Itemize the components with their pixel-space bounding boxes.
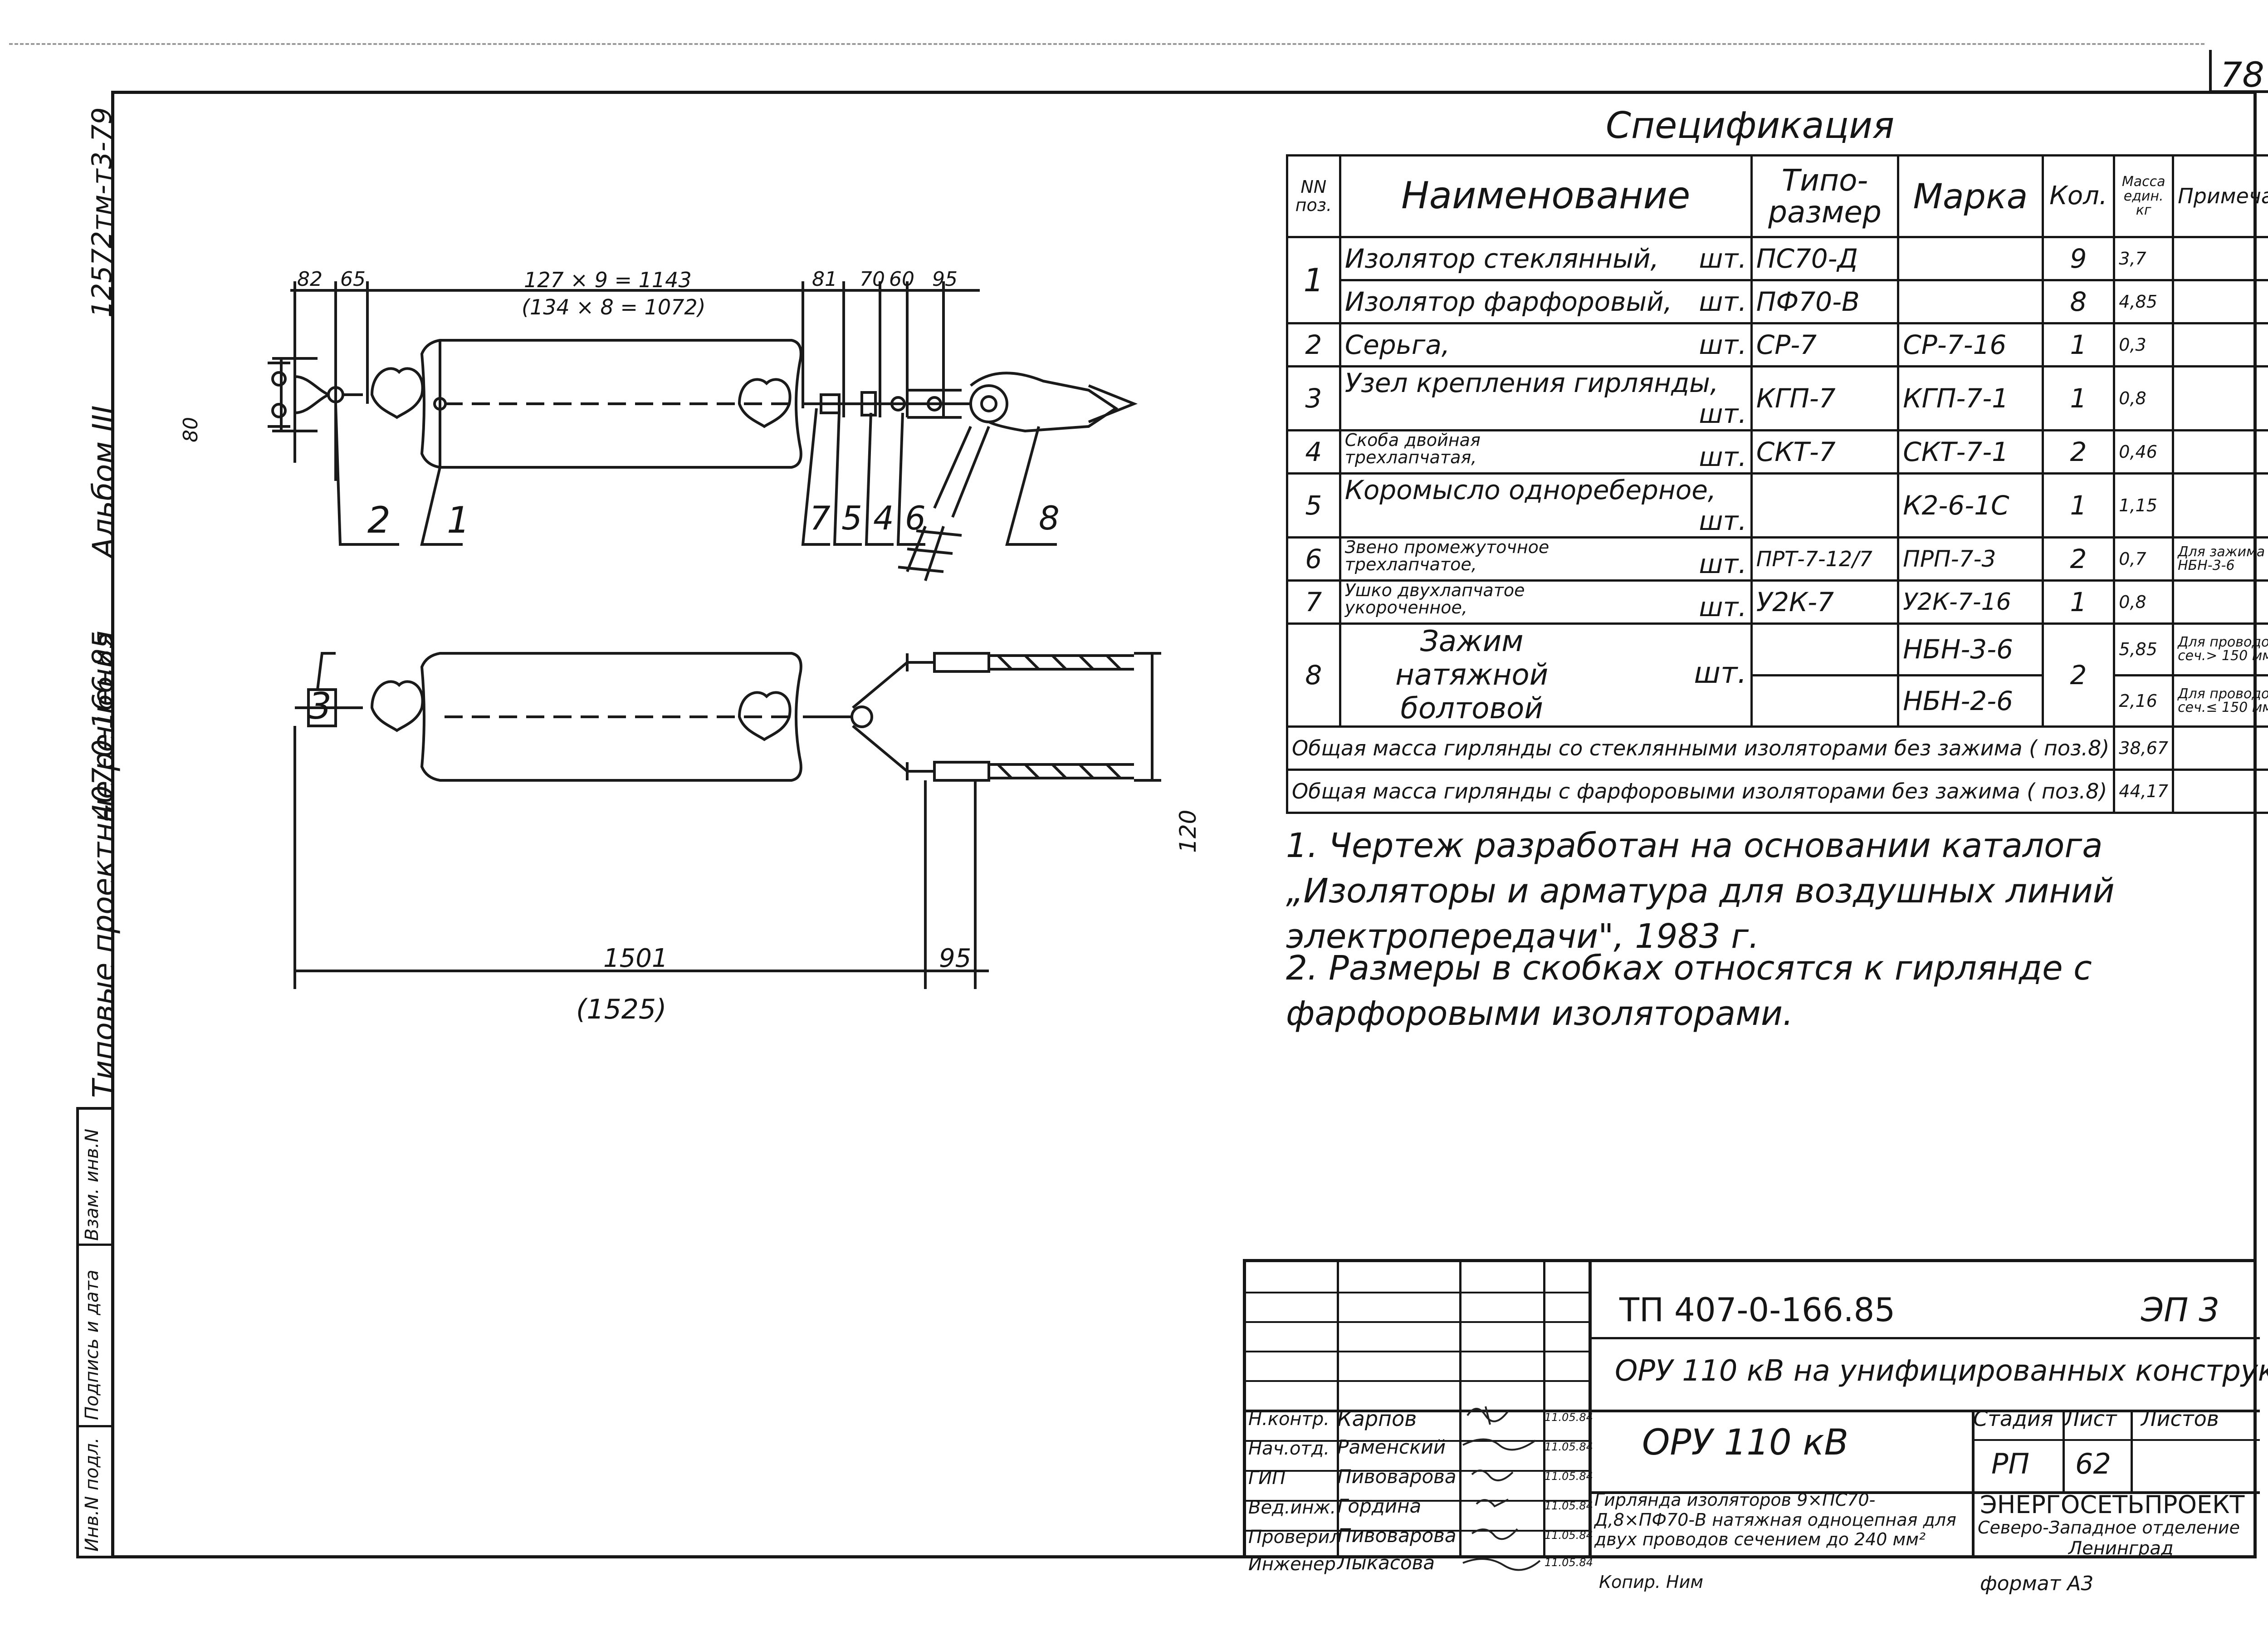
total-row-porcelain: Общая масса гирлянды с фарфоровыми изоля… [1286, 769, 2268, 814]
insulator-string-drawing [268, 281, 1161, 989]
table-row: Изолятор фарфоровый,шт. ПФ70-В 8 4,85 [1287, 279, 2268, 324]
table-row: 3 Узел крепления гирлянды,шт. КГП-7 КГП-… [1286, 365, 2268, 431]
col-qty: Кол. [2041, 154, 2116, 238]
signer-name: Пивоварова [1337, 1465, 1457, 1488]
dim-81: 81 [812, 268, 837, 291]
signer-name: Гордина [1337, 1495, 1422, 1517]
note-1: 1. Чертеж разработан на основании катало… [1286, 826, 2115, 956]
callout-6: 6 [905, 499, 926, 537]
signer-role: Нач.отд. [1248, 1438, 1330, 1459]
margin-album: Альбом III [86, 405, 121, 558]
sheets-label: Листов [2141, 1406, 2219, 1431]
strip-label-original: Инв.N подл. [82, 1437, 103, 1552]
dim-134x8: (134 × 8 = 1072) [522, 295, 706, 319]
callout-4: 4 [873, 499, 894, 537]
spec-table: NN поз. Наименование Типо- размер Марка … [1286, 154, 2268, 814]
dim-80: 80 [179, 417, 202, 442]
dim-127x9: 127 × 9 = 1143 [524, 268, 692, 292]
dim-65: 65 [340, 268, 366, 291]
col-name: Наименование [1339, 154, 1753, 238]
signer-name: Карпов [1337, 1406, 1417, 1431]
signer-name: Раменский [1337, 1436, 1446, 1458]
dim-70: 70 [860, 268, 885, 291]
dim-95-bottom: 95 [939, 944, 972, 973]
strip-label-replace: Взам. инв.N [82, 1128, 103, 1241]
spec-header-row: NN поз. Наименование Типо- размер Марка … [1286, 154, 2268, 238]
title-block [1243, 1259, 2260, 1558]
strip-cell-sign [79, 1246, 114, 1427]
signatures [1462, 1406, 1541, 1571]
callout-3: 3 [308, 685, 332, 727]
col-mark: Марка [1897, 154, 2044, 238]
signer-role: ГИП [1248, 1468, 1286, 1489]
drawing-description: Гирлянда изоляторов 9×ПС70-Д,8×ПФ70-В на… [1594, 1490, 1956, 1550]
project-name: ОРУ 110 кВ на унифицированных конструкци… [1615, 1354, 2268, 1388]
dim-1525: (1525) [576, 994, 667, 1025]
org-name: ЭНЕРГОСЕТЬПРОЕКТ [1980, 1490, 2245, 1519]
col-mass: Масса един. кг [2113, 154, 2175, 238]
object-name: ОРУ 110 кВ [1642, 1422, 1849, 1463]
doc-code: ТП 407-0-166.85 [1619, 1291, 1896, 1329]
table-row: 4 Скоба двойная трехлапчатая,шт. СКТ-7 С… [1286, 429, 2268, 475]
signer-date: 11.05.84 [1545, 1411, 1593, 1424]
sheet-code: ЭП 3 [2141, 1291, 2220, 1329]
table-row: 7 Ушко двухлапчатое укороченное,шт. У2К-… [1286, 579, 2268, 625]
signer-name: Пивоварова [1337, 1524, 1457, 1547]
top-margin-line [9, 43, 2204, 45]
strip-label-sign: Подпись и дата [82, 1269, 103, 1420]
signer-date: 11.05.84 [1545, 1529, 1593, 1542]
signer-role: Инженер [1248, 1554, 1336, 1575]
dim-82: 82 [297, 268, 323, 291]
org-city: Ленинград [2068, 1538, 2174, 1559]
drawing-frame [111, 91, 2257, 1558]
dim-120: 120 [1175, 809, 1201, 853]
signer-date: 11.05.84 [1545, 1470, 1593, 1483]
spec-title: Спецификация [1606, 104, 1895, 147]
signer-date: 11.05.84 [1545, 1499, 1593, 1512]
table-row: 2 Серьга,шт. СР-7 СР-7-16 1 0,3 [1286, 322, 2268, 367]
callout-2: 2 [367, 499, 391, 541]
org-branch: Северо-Западное отделение [1978, 1518, 2240, 1538]
col-pos: NN поз. [1286, 154, 1341, 238]
callout-5: 5 [841, 499, 862, 537]
dim-1501: 1501 [603, 944, 668, 973]
sheet-format: формат А3 [1980, 1572, 2094, 1595]
signer-date: 11.05.84 [1545, 1556, 1593, 1569]
col-note: Примечание [2172, 154, 2268, 238]
signer-role: Вед.инж. [1248, 1497, 1336, 1518]
callout-8: 8 [1039, 499, 1060, 537]
dim-60: 60 [889, 268, 914, 291]
stage-label: Стадия [1973, 1406, 2053, 1431]
callout-1: 1 [447, 499, 470, 541]
note-2: 2. Размеры в скобках относятся к гирлянд… [1286, 949, 2092, 1033]
strip-cell-replace [79, 1110, 114, 1246]
table-row: 6 Звено промежуточное трехлапчатое,шт. П… [1286, 536, 2268, 582]
table-row: 5 Коромысло однореберное,шт. К2-6-1С 1 1… [1286, 472, 2268, 539]
sheet-label: Лист [2064, 1406, 2117, 1431]
signer-role: Проверил [1248, 1527, 1342, 1548]
table-row: 1 Изолятор стеклянный,шт. ПС70-Д 9 3,7 [1286, 236, 2268, 324]
col-size: Типо- размер [1750, 154, 1900, 238]
dim-95-top: 95 [932, 268, 958, 291]
total-row-glass: Общая масса гирлянды со стеклянными изол… [1286, 725, 2268, 771]
approval-strip [76, 1107, 114, 1558]
callout-7: 7 [810, 499, 831, 537]
sheet-number: 78 [2220, 54, 2264, 95]
signer-date: 11.05.84 [1545, 1440, 1593, 1453]
margin-title: Типовые проектные решения [86, 631, 121, 1098]
stage-value: РП [1991, 1447, 2030, 1480]
copied-by: Копир. Ним [1599, 1572, 1703, 1592]
signer-name: Лыкасова [1337, 1552, 1435, 1574]
sheet-value: 62 [2075, 1447, 2111, 1480]
signer-role: Н.контр. [1248, 1409, 1330, 1430]
table-row: НБН-2-6 2,16 Для проводов сеч.≤ 150 мм² [1287, 674, 2268, 728]
margin-code: 12572тм-т3-79 [86, 107, 118, 318]
